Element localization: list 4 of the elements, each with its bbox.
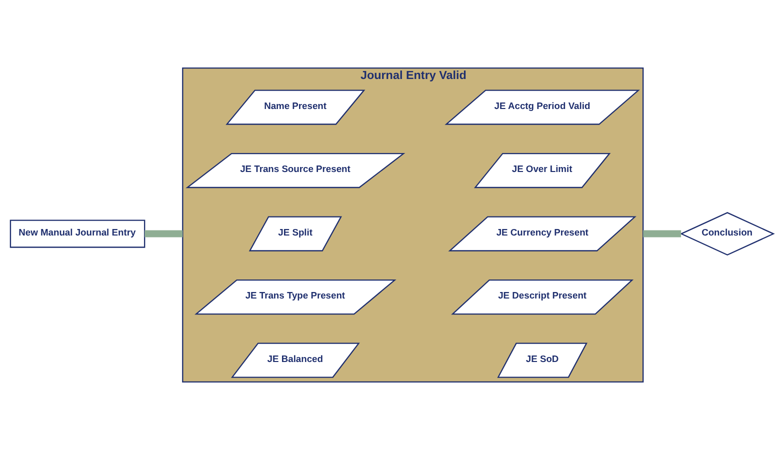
connector — [643, 230, 682, 238]
node-box: New Manual Journal Entry — [10, 220, 146, 248]
node-diamond: Conclusion — [680, 212, 775, 256]
connector — [144, 230, 183, 238]
